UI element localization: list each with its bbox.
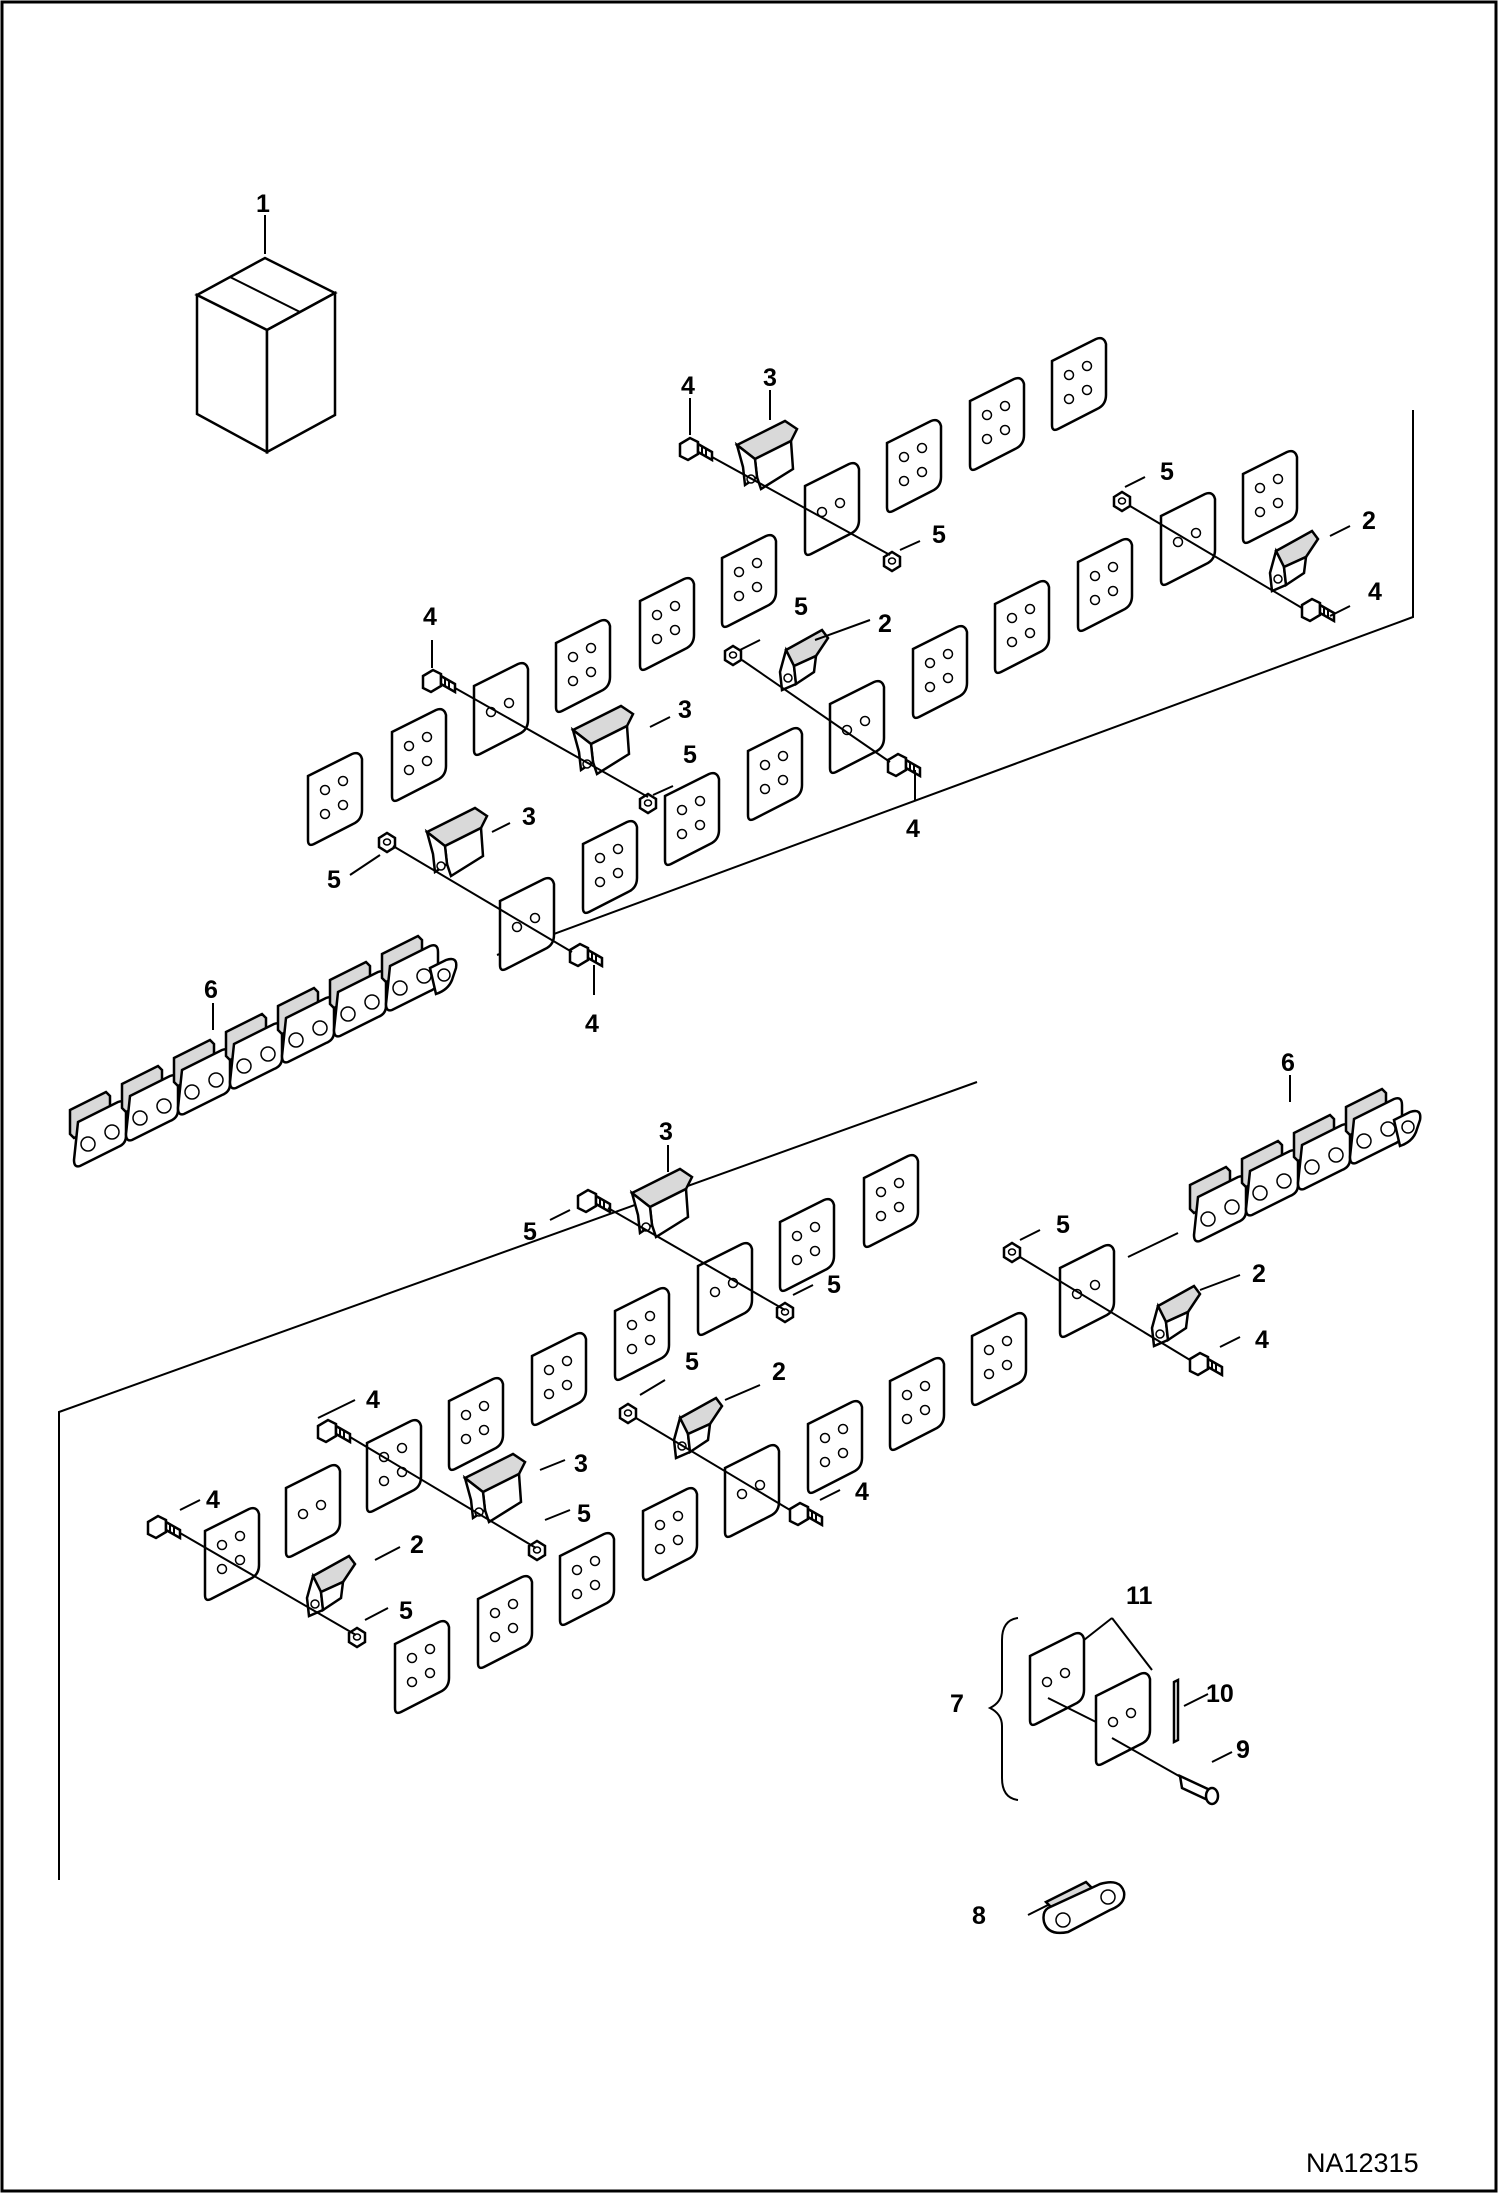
callout-2: 2	[878, 610, 892, 638]
callout-7: 7	[950, 1690, 964, 1718]
chain-link	[1042, 1880, 1126, 1935]
callout-10: 10	[1206, 1680, 1234, 1708]
callout-2: 2	[772, 1358, 786, 1386]
kit-brace	[987, 1617, 1019, 1801]
callout-5: 5	[1160, 458, 1174, 486]
upper-chain	[68, 934, 458, 1168]
callout-3: 3	[574, 1450, 588, 1478]
callout-3: 3	[678, 696, 692, 724]
lower-hardware-lines	[179, 1207, 1191, 1636]
callout-5: 5	[523, 1218, 537, 1246]
callout-2: 2	[1362, 507, 1376, 535]
callout-5: 5	[327, 866, 341, 894]
callout-5: 5	[685, 1348, 699, 1376]
upper-hardware-lines	[392, 456, 1303, 953]
callout-4: 4	[681, 372, 695, 400]
callout-6: 6	[1281, 1049, 1295, 1077]
callout-4: 4	[423, 603, 437, 631]
callout-4: 4	[1255, 1326, 1269, 1354]
callout-2: 2	[410, 1531, 424, 1559]
callout-4: 4	[585, 1010, 599, 1038]
callout-11: 11	[1126, 1582, 1153, 1610]
callout-4: 4	[1368, 578, 1382, 606]
callout-3: 3	[763, 364, 777, 392]
callout-5: 5	[1056, 1211, 1070, 1239]
callout-5: 5	[794, 593, 808, 621]
callout-2: 2	[1252, 1260, 1266, 1288]
kit-leaders	[1027, 1617, 1233, 1916]
kit-box	[194, 256, 338, 455]
callout-3: 3	[522, 803, 536, 831]
connecting-link-kit	[1028, 1631, 1220, 1806]
drawing-number: NA12315	[1306, 2148, 1419, 2178]
callout-4: 4	[366, 1386, 380, 1414]
callout-5: 5	[683, 741, 697, 769]
callout-6: 6	[204, 976, 218, 1004]
upper-leaders	[212, 390, 1351, 1030]
callout-5: 5	[577, 1500, 591, 1528]
callout-4: 4	[206, 1486, 220, 1514]
callout-9: 9	[1236, 1736, 1250, 1764]
lower-chain	[1127, 1087, 1422, 1258]
callout-5: 5	[932, 521, 946, 549]
callout-1: 1	[256, 190, 270, 218]
callout-5: 5	[827, 1271, 841, 1299]
lower-leaders	[179, 1075, 1291, 1621]
callout-4: 4	[855, 1478, 869, 1506]
callout-4: 4	[906, 815, 920, 843]
callout-5: 5	[399, 1597, 413, 1625]
upper-panel-outline	[496, 410, 1414, 956]
callout-3: 3	[659, 1118, 673, 1146]
callout-8: 8	[972, 1902, 986, 1930]
